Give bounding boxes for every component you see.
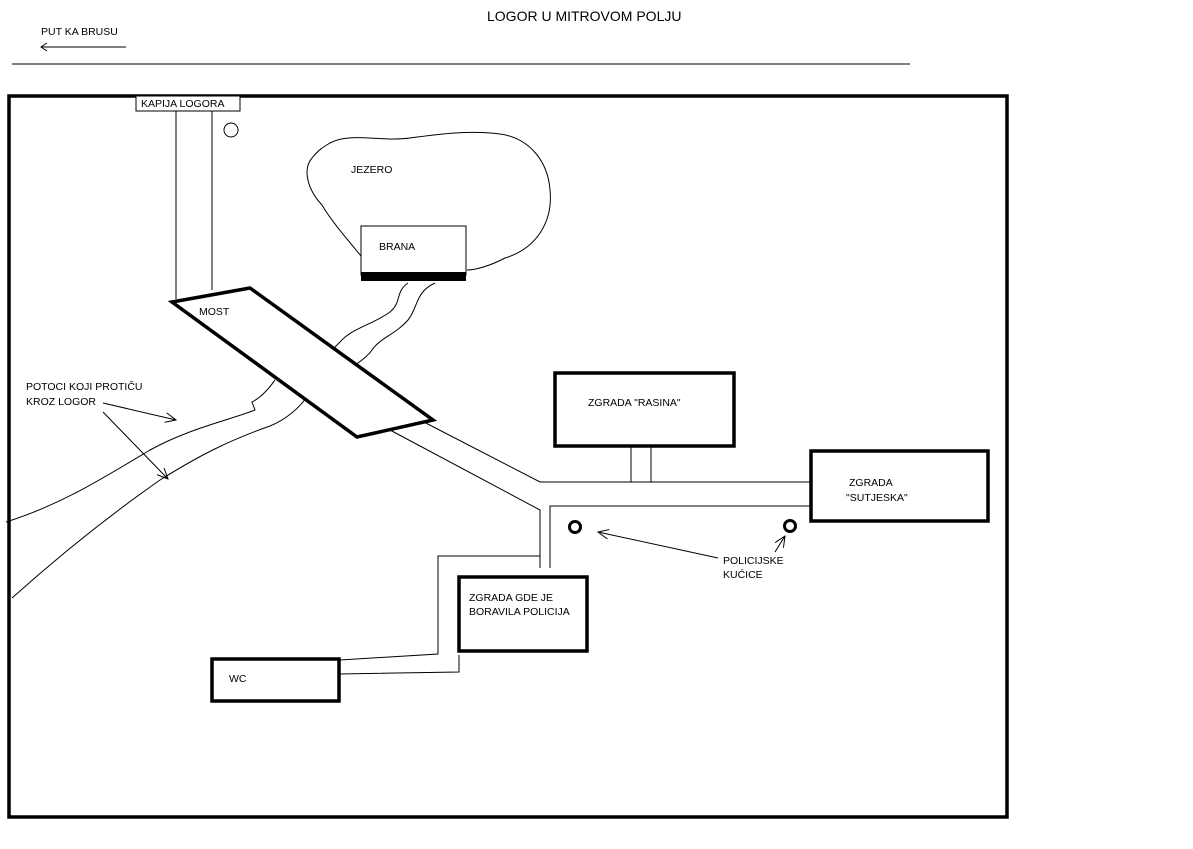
police-hut-west [568,520,582,534]
dam-stream-right [342,282,436,375]
police-huts-arrow-west [598,532,719,559]
building-police-label-line2: BORAVILA POLICIJA [469,606,570,618]
path-bridge-south-left [389,429,541,568]
road-label: PUT KA BRUSU [41,26,118,38]
building-sutjeska-label-line2: "SUTJESKA" [846,492,908,504]
camp-boundary [7,94,1009,819]
dam-wall [361,272,466,281]
path-to-wc-lower [339,655,460,675]
path-east-lower [549,505,810,568]
police-huts-label-line2: KUĆICE [723,568,763,581]
police-hut-east [783,519,797,533]
gate-post-marker [223,122,239,138]
wc-building [210,657,341,703]
road-arrowhead [40,42,48,52]
dam [360,225,467,276]
bridge [167,286,438,439]
lake-outline [306,131,551,271]
camp-gate [135,95,241,112]
path-bridge-east-upper [419,419,810,483]
wc-label: WC [229,673,247,685]
building-police [457,575,589,653]
stream-upper [5,379,276,523]
dam-label: BRANA [379,241,415,253]
gate-label: KAPIJA LOGORA [141,98,224,110]
map-title: LOGOR U MITROVOM POLJU [487,8,681,24]
dam-stream-left [331,282,409,351]
streams-arrow-lower [102,411,168,479]
building-rasina [553,371,736,448]
lake-label: JEZERO [351,164,392,176]
streams-label-line1: POTOCI KOJI PROTIČU [26,380,142,393]
stream-lower [11,394,309,599]
building-police-label-line1: ZGRADA GDE JE [469,592,553,604]
building-sutjeska [809,449,990,523]
bridge-label: MOST [199,306,230,318]
streams-label-line2: KROZ LOGOR [26,396,96,408]
building-rasina-label: ZGRADA "RASINA" [588,397,681,409]
police-huts-label-line1: POLICIJSKE [723,555,784,567]
streams-arrow-upper [102,402,176,420]
police-huts-arrow-east [774,536,785,553]
path-to-wc-upper [339,555,540,661]
building-sutjeska-label-line1: ZGRADA [849,477,893,489]
